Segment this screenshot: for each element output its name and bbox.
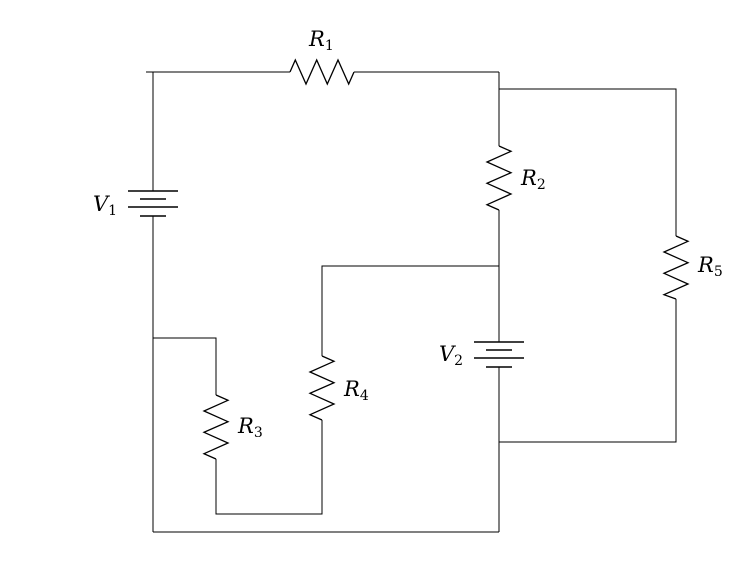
wire-r4-upper bbox=[321, 265, 499, 356]
voltage-source-v1 bbox=[128, 190, 178, 217]
wires bbox=[146, 71, 677, 533]
label-v1: V1 bbox=[93, 192, 117, 219]
wire-r5-upper bbox=[499, 88, 677, 236]
resistor-r1 bbox=[289, 58, 355, 86]
wire-r4-lower bbox=[215, 420, 323, 515]
resistor-r3 bbox=[202, 394, 230, 460]
label-r3: R3 bbox=[237, 414, 263, 441]
resistor-r5 bbox=[662, 235, 690, 300]
label-v2: V2 bbox=[439, 342, 463, 369]
label-r1: R1 bbox=[308, 27, 334, 54]
label-r2: R2 bbox=[520, 166, 546, 193]
wire-r3-upper bbox=[153, 337, 217, 395]
label-r4: R4 bbox=[343, 377, 369, 404]
resistor-r4 bbox=[308, 355, 336, 421]
wire-r5-lower bbox=[499, 299, 677, 443]
voltage-source-v2 bbox=[474, 341, 524, 368]
resistor-r2 bbox=[485, 145, 513, 211]
label-r5: R5 bbox=[697, 253, 723, 280]
